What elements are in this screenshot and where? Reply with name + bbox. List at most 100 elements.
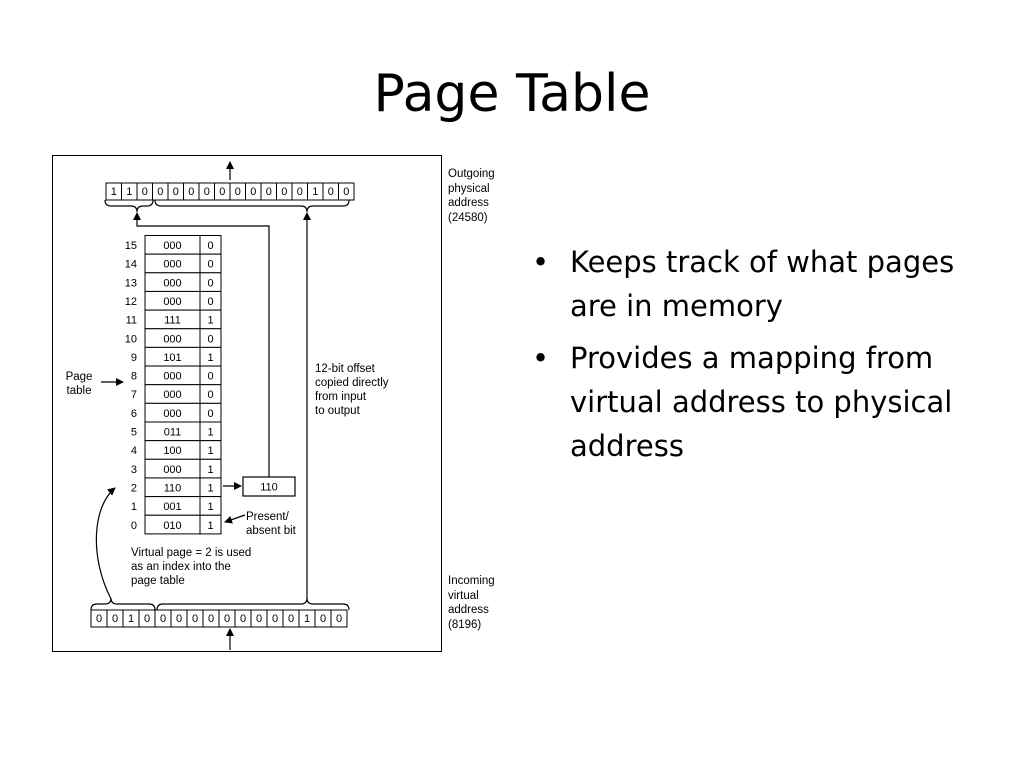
present-bit-label-line-1: Present/ [246, 511, 290, 523]
row-index: 11 [126, 315, 137, 327]
present-value: 1 [207, 482, 213, 494]
incoming-bit-value: 1 [304, 613, 310, 625]
incoming-bit-value: 0 [336, 613, 342, 625]
incoming-label-line-3: address [448, 604, 489, 616]
bullet-list: • Keeps track of what pages are in memor… [530, 240, 1000, 476]
incoming-bit-value: 0 [192, 613, 198, 625]
frame-value: 000 [163, 464, 181, 476]
outgoing-label-line-4: (24580) [448, 211, 488, 224]
frame-value: 000 [163, 277, 181, 289]
incoming-bit-value: 0 [272, 613, 278, 625]
incoming-address-label: Incoming virtual address (8196) [448, 574, 495, 632]
frame-value: 001 [163, 501, 181, 513]
incoming-bit-value: 0 [144, 613, 150, 625]
row-index: 1 [131, 501, 137, 513]
frame-value: 000 [163, 240, 181, 252]
incoming-bit-cell [330, 609, 348, 628]
frame-value: 011 [164, 427, 182, 439]
present-value: 1 [207, 352, 213, 364]
outgoing-bit-cell [338, 182, 355, 201]
present-value: 1 [207, 427, 213, 439]
row-index: 3 [131, 464, 137, 476]
row-index: 0 [131, 520, 137, 532]
present-value: 0 [207, 277, 213, 289]
incoming-bit-value: 1 [128, 613, 134, 625]
present-value: 0 [207, 333, 213, 345]
present-cell [199, 514, 222, 535]
row-index: 2 [131, 482, 137, 494]
outgoing-bit-value: 1 [312, 186, 318, 198]
present-value: 0 [207, 296, 213, 308]
bullet-item: • Provides a mapping from virtual addres… [530, 336, 1000, 468]
present-value: 1 [207, 464, 213, 476]
incoming-bit-value: 0 [208, 613, 214, 625]
output-frame-value: 110 [260, 482, 278, 494]
present-value: 0 [207, 259, 213, 271]
present-value: 0 [207, 408, 213, 420]
incoming-bit-value: 0 [288, 613, 294, 625]
outgoing-bit-value: 0 [281, 186, 287, 198]
outgoing-bit-value: 0 [142, 186, 148, 198]
outgoing-label-line-2: physical [448, 182, 490, 195]
outgoing-bit-value: 1 [126, 186, 132, 198]
offset-label-line-4: to output [315, 405, 361, 417]
present-value: 0 [207, 389, 213, 401]
page-table-label-line-1: Page [66, 371, 93, 383]
incoming-bit-value: 0 [224, 613, 230, 625]
frame-value: 000 [163, 371, 181, 383]
row-index: 10 [125, 333, 137, 345]
incoming-bit-value: 0 [112, 613, 118, 625]
outgoing-bit-value: 0 [328, 186, 334, 198]
outgoing-offset-brace [154, 199, 350, 213]
outgoing-bit-value: 0 [343, 186, 349, 198]
incoming-bit-value: 0 [240, 613, 246, 625]
frame-value: 110 [164, 482, 182, 494]
present-value: 1 [207, 445, 213, 457]
row-index: 14 [125, 259, 137, 271]
incoming-bit-value: 0 [256, 613, 262, 625]
frame-value: 100 [163, 445, 181, 457]
incoming-bit-value: 0 [176, 613, 182, 625]
frame-value: 111 [164, 315, 181, 327]
outgoing-bit-value: 0 [157, 186, 163, 198]
outgoing-bit-value: 0 [297, 186, 303, 198]
present-value: 1 [207, 520, 213, 532]
virtual-page-label-line-3: page table [131, 575, 185, 587]
frame-value: 000 [163, 408, 181, 420]
incoming-bit-value: 0 [160, 613, 166, 625]
bullet-text: Provides a mapping from virtual address … [570, 341, 953, 463]
bullet-text: Keeps track of what pages are in memory [570, 245, 955, 323]
frame-value: 101 [163, 352, 181, 364]
frame-path-arrow [133, 212, 270, 479]
outgoing-label-line-1: Outgoing [448, 168, 495, 180]
outgoing-bit-value: 0 [266, 186, 272, 198]
row-index: 4 [131, 445, 137, 457]
outgoing-bit-value: 0 [188, 186, 194, 198]
offset-label-line-3: from input [315, 391, 367, 403]
virtual-page-label-line-1: Virtual page = 2 is used [131, 547, 251, 559]
incoming-page-brace [90, 597, 156, 611]
row-index: 15 [125, 240, 137, 252]
incoming-label-line-2: virtual [448, 589, 479, 602]
incoming-label-line-4: (8196) [448, 618, 482, 631]
page-table-label-line-2: table [67, 385, 92, 397]
incoming-offset-brace [156, 597, 350, 611]
virtual-page-label-line-2: as an index into the [131, 561, 231, 573]
outgoing-bit-value: 1 [111, 186, 117, 198]
frame-value: 000 [163, 296, 181, 308]
outgoing-frame-brace [104, 199, 154, 213]
row-index: 6 [131, 408, 137, 420]
slide-title: Page Table [373, 64, 651, 124]
row-index: 12 [125, 296, 137, 308]
offset-label-line-1: 12-bit offset [315, 363, 376, 375]
row-index: 9 [131, 352, 137, 364]
offset-label-line-2: copied directly [315, 377, 389, 389]
outgoing-bit-value: 0 [250, 186, 256, 198]
outgoing-bit-value: 0 [173, 186, 179, 198]
outgoing-bit-value: 0 [204, 186, 210, 198]
present-value: 0 [207, 240, 213, 252]
